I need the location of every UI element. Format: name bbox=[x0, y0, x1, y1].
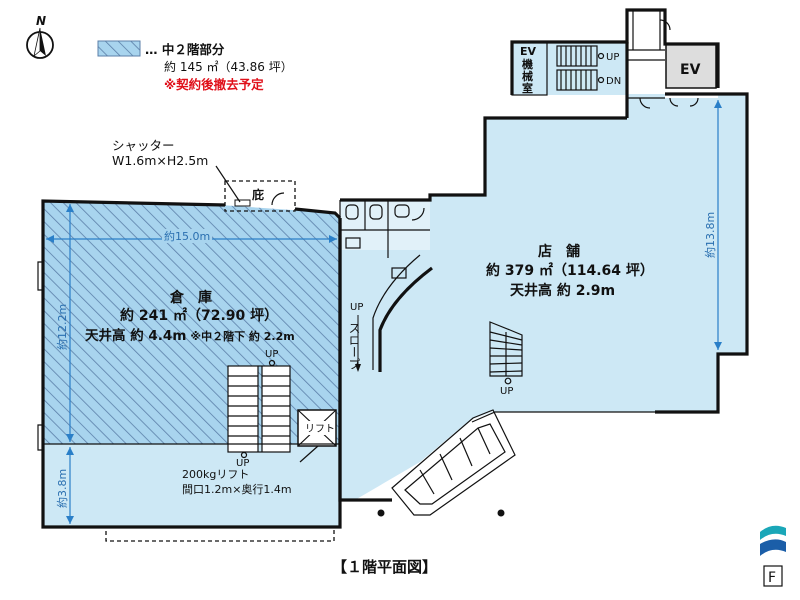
dim-depth-lower: 約3.8m bbox=[55, 447, 74, 524]
plan-title: 【１階平面図】 bbox=[332, 558, 437, 576]
warehouse-ceiling-line: 天井高 約 4.4m ※中２階下 約 2.2m bbox=[85, 327, 295, 344]
brand-badge: F bbox=[768, 570, 776, 586]
lift-spec-1: 200kgリフト bbox=[182, 468, 249, 481]
store-name: 店 舗 bbox=[538, 243, 580, 260]
legend-note: ※契約後撤去予定 bbox=[164, 77, 264, 92]
warehouse-depth-main: 約12.2m bbox=[55, 304, 69, 350]
shutter-area: 庇 シャッター W1.6m×H2.5m bbox=[112, 138, 296, 212]
warehouse-stair-up-2: UP bbox=[236, 458, 249, 469]
warehouse-ceiling: 天井高 約 4.4m bbox=[85, 327, 186, 344]
stairs-top-dn: DN bbox=[606, 76, 621, 87]
legend: … 中２階部分 約 145 ㎡（43.86 坪） ※契約後撤去予定 bbox=[97, 40, 293, 92]
slope-label: スロープ bbox=[347, 322, 361, 370]
shutter-label: シャッター bbox=[112, 138, 175, 153]
warehouse-ceiling-note: ※中２階下 約 2.2m bbox=[190, 329, 294, 343]
lift-spec-2: 間口1.2m×奥行1.4m bbox=[182, 482, 292, 496]
ev-label: EV bbox=[680, 62, 701, 78]
store-stair-up: UP bbox=[500, 386, 513, 397]
store-stairs: UP bbox=[489, 321, 523, 397]
warehouse-depth-lower: 約3.8m bbox=[55, 469, 69, 508]
warehouse-extension bbox=[105, 526, 335, 542]
dim-width: 約15.0m bbox=[46, 229, 337, 243]
store-ceiling: 天井高 約 2.9m bbox=[510, 282, 615, 299]
slope-up: UP bbox=[350, 302, 363, 313]
ev-room-label-4: 室 bbox=[522, 81, 533, 95]
legend-title: … 中２階部分 bbox=[145, 42, 225, 57]
warehouse-width: 約15.0m bbox=[164, 229, 210, 243]
company-logo-icon bbox=[760, 525, 786, 556]
ev-room-label-2: 機 bbox=[522, 57, 533, 71]
shutter-size: W1.6m×H2.5m bbox=[112, 153, 208, 168]
brand-badge-box bbox=[763, 565, 783, 587]
north-arrow-icon: N bbox=[26, 14, 54, 59]
legend-swatch bbox=[97, 40, 141, 57]
warehouse-stair-up: UP bbox=[265, 349, 278, 360]
warehouse-area: 約 241 ㎡（72.90 坪） bbox=[120, 307, 278, 324]
lift: リフト 200kgリフト 間口1.2m×奥行1.4m bbox=[182, 409, 337, 496]
top-stairs: UP DN bbox=[556, 45, 621, 91]
warehouse-lower-floor bbox=[43, 444, 340, 527]
stairs-top-up: UP bbox=[606, 52, 619, 63]
ev-room-label-3: 械 bbox=[522, 69, 533, 83]
north-label: N bbox=[36, 14, 46, 28]
slope: UP スロープ bbox=[347, 254, 433, 372]
store-area: 約 379 ㎡（114.64 坪） bbox=[486, 262, 654, 279]
store-depth: 約13.8m bbox=[703, 212, 717, 258]
dim-depth-main: 約12.2m bbox=[55, 204, 74, 442]
legend-area: 約 145 ㎡（43.86 坪） bbox=[164, 59, 293, 74]
ev-room-label: EV bbox=[520, 45, 537, 58]
warehouse-stairs: UP UP bbox=[227, 349, 291, 469]
warehouse-name: 倉 庫 bbox=[169, 289, 212, 306]
entrance bbox=[377, 409, 516, 517]
lift-label: リフト bbox=[305, 424, 335, 435]
dim-store-depth: 約13.8m bbox=[703, 100, 722, 350]
yard-label: 庇 bbox=[252, 187, 264, 202]
restrooms bbox=[340, 200, 430, 279]
